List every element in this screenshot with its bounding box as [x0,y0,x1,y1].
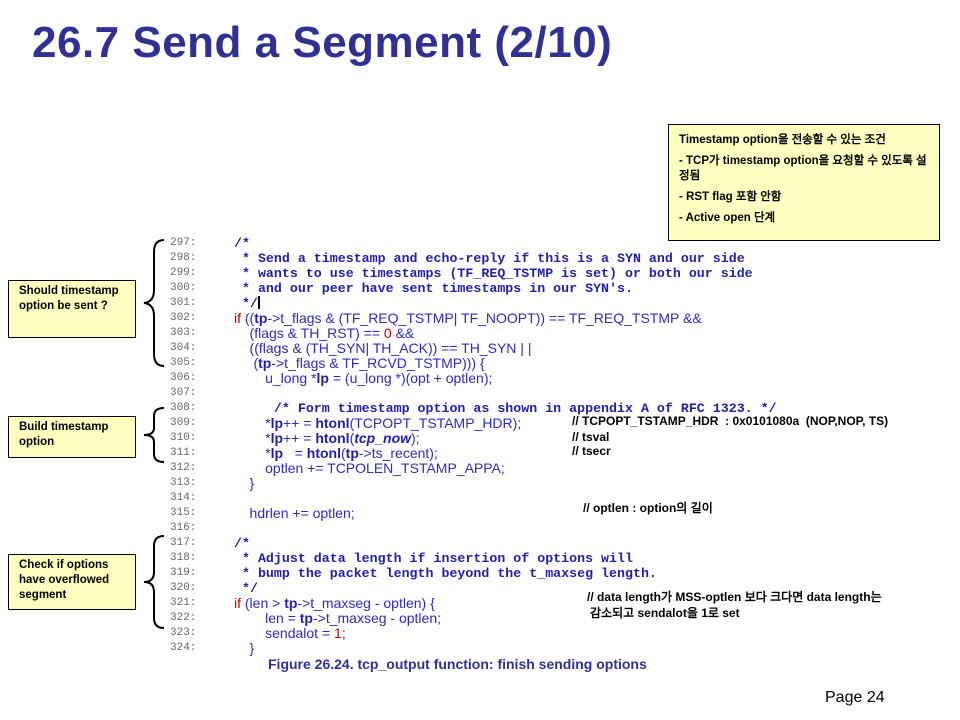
line-number: 323: [170,627,197,639]
brace-icon [143,407,165,463]
code-line: (flags & TH_RST) == 0 && [234,325,415,341]
code-comment: * bump the packet length beyond the t_ma… [234,566,657,581]
line-number: 310: [170,432,197,444]
annotation-tstamp-hdr: // TCPOPT_TSTAMP_HDR : 0x0101080a (NOP,N… [572,414,889,428]
line-number: 309: [170,417,197,429]
line-number: 322: [170,612,197,624]
code-line: *lp = htonl(tp->ts_recent); [234,445,438,461]
line-number: 324: [170,642,197,654]
timestamp-conditions-note: Timestamp option을 전송할 수 있는 조건 - TCP가 tim… [668,124,940,241]
line-number: 299: [170,267,197,279]
code-comment: */ [234,581,258,596]
annotation-optlen: // optlen : option의 길이 [583,501,713,515]
code-comment: */ [234,296,260,311]
text-cursor [257,296,260,309]
brace-icon [143,535,165,629]
line-number: 302: [170,312,197,324]
code-comment: /* [234,236,250,251]
line-number: 298: [170,252,197,264]
line-number: 318: [170,552,197,564]
code-line: optlen += TCPOLEN_TSTAMP_APPA; [234,460,505,476]
code-line: } [234,640,255,656]
code-comment: /* [234,536,250,551]
brace-icon [143,239,165,367]
code-line: ((flags & (TH_SYN| TH_ACK)) == TH_SYN | … [234,340,532,356]
line-number: 304: [170,342,197,354]
note-check-overflow: Check if options have overflowed segment [8,554,136,610]
code-line: *lp++ = htonl(TCPOPT_TSTAMP_HDR); [234,415,522,431]
note-should-timestamp: Should timestamp option be sent ? [8,280,136,338]
line-number: 316: [170,522,197,534]
code-line: } [234,475,255,491]
line-number: 313: [170,477,197,489]
page-number: Page 24 [825,689,885,706]
note-item: - TCP가 timestamp option을 요청할 수 있도록 설정됨 [679,155,927,182]
code-comment: * wants to use timestamps (TF_REQ_TSTMP … [234,266,753,281]
note-item: - Active open 단계 [679,212,776,224]
annotation-data-length: // data length가 MSS-optlen 보다 크다면 data l… [587,590,882,604]
code-line: sendalot = 1; [234,625,346,641]
code-comment: * Send a timestamp and echo-reply if thi… [234,251,745,266]
line-number: 307: [170,387,197,399]
annotation-sendalot: 감소되고 sendalot을 1로 set [590,606,740,620]
code-line: *lp++ = htonl(tcp_now); [234,430,420,446]
annotation-tsecr: // tsecr [572,444,611,458]
line-number: 319: [170,567,197,579]
line-number: 301: [170,297,197,309]
code-line: if (len > tp->t_maxseg - optlen) { [234,595,435,611]
line-number: 303: [170,327,197,339]
line-number: 297: [170,237,197,249]
code-comment: * Adjust data length if insertion of opt… [234,551,633,566]
note-item: - RST flag 포함 안함 [679,191,782,203]
slide-title: 26.7 Send a Segment (2/10) [32,18,613,67]
figure-caption: Figure 26.24. tcp_output function: finis… [268,656,647,672]
code-line: u_long *lp = (u_long *)(opt + optlen); [234,370,493,386]
code-line: hdrlen += optlen; [234,505,355,521]
code-comment: * and our peer have sent timestamps in o… [234,281,633,296]
note-build-timestamp: Build timestamp option [8,416,136,458]
line-number: 312: [170,462,197,474]
note-heading: Timestamp option을 전송할 수 있는 조건 [679,134,886,146]
code-comment: /* Form timestamp option as shown in app… [234,401,777,416]
line-number: 305: [170,357,197,369]
code-line: (tp->t_flags & TF_RCVD_TSTMP))) { [234,355,485,371]
line-number: 321: [170,597,197,609]
annotation-tsval: // tsval [572,430,610,444]
code-line: len = tp->t_maxseg - optlen; [234,610,441,626]
line-number: 314: [170,492,197,504]
line-number: 311: [170,447,197,459]
line-number: 308: [170,402,197,414]
line-number: 306: [170,372,197,384]
line-number: 317: [170,537,197,549]
code-line: if ((tp->t_flags & (TF_REQ_TSTMP| TF_NOO… [234,310,702,326]
line-number: 300: [170,282,197,294]
line-number: 315: [170,507,197,519]
line-number: 320: [170,582,197,594]
